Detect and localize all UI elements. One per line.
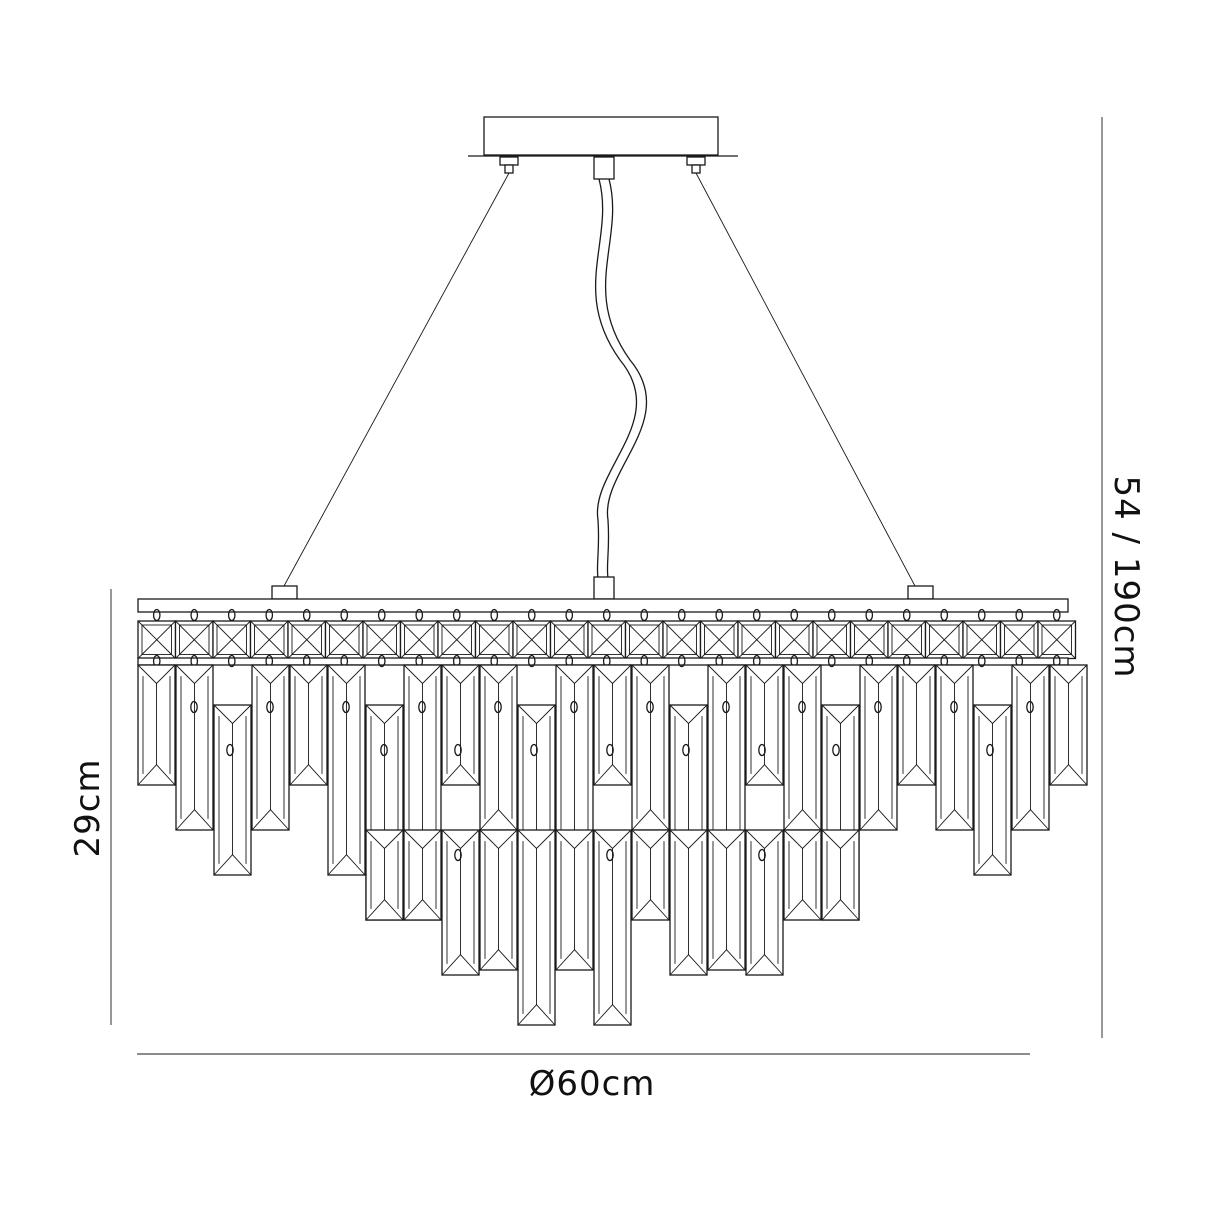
chandelier-frame	[137, 585, 1069, 613]
crystal-facet	[329, 624, 360, 655]
crystal-facet	[516, 624, 547, 655]
crystal-facet	[404, 624, 435, 655]
crystal-hook	[342, 700, 350, 714]
crystal-facet	[737, 620, 776, 659]
crystal-facet	[966, 624, 997, 655]
suspension-wires	[283, 172, 916, 587]
crystal-facet	[662, 620, 701, 659]
crystal-drops	[137, 608, 1088, 1026]
crystal-hook	[606, 848, 614, 862]
crystal-hook	[454, 743, 462, 757]
diameter-label: Ø60cm	[529, 1064, 656, 1104]
crystal-facet	[179, 624, 210, 655]
crystal-facet	[250, 620, 289, 659]
crystal-facet	[366, 624, 397, 655]
crystal-facet	[625, 620, 664, 659]
crystal-facet	[325, 620, 364, 659]
crystal-facet	[591, 624, 622, 655]
crystal-hook	[722, 700, 730, 714]
crystal-facet	[929, 624, 960, 655]
crystal-hook	[226, 743, 234, 757]
crystal-facet	[816, 624, 847, 655]
crystal-facet	[254, 624, 285, 655]
height-dimension: 29cm	[68, 589, 112, 1025]
height-label: 29cm	[68, 758, 108, 857]
crystal-facet	[550, 620, 589, 659]
crystal-hook	[380, 743, 388, 757]
crystal-hook	[494, 700, 502, 714]
crystal-facet	[137, 620, 176, 659]
crystal-facet	[1004, 624, 1035, 655]
crystal-hook	[527, 654, 536, 668]
crystal-facet	[437, 620, 476, 659]
crystal-facet	[1000, 620, 1039, 659]
crystal-hook	[266, 700, 274, 714]
crystal-facet	[1037, 620, 1076, 659]
ceiling-canopy	[468, 116, 738, 180]
power-cable	[593, 178, 648, 600]
crystal-hook	[682, 743, 690, 757]
crystal-hook	[798, 700, 806, 714]
crystal-hook	[677, 654, 686, 668]
crystal-facet	[362, 620, 401, 659]
crystal-facet	[212, 620, 251, 659]
crystal-facet	[629, 624, 660, 655]
crystal-hook	[950, 700, 958, 714]
crystal-hook	[758, 743, 766, 757]
crystal-facet	[700, 620, 739, 659]
crystal-facet	[554, 624, 585, 655]
crystal-hook	[874, 700, 882, 714]
crystal-hook	[377, 654, 386, 668]
crystal-facet	[216, 624, 247, 655]
crystal-facet	[887, 620, 926, 659]
crystal-facet	[587, 620, 626, 659]
crystal-facet	[704, 624, 735, 655]
crystal-hook	[646, 700, 654, 714]
crystal-facet	[1041, 624, 1072, 655]
drop-dimension: 54 / 190cm	[1101, 117, 1146, 1038]
crystal-facet	[850, 620, 889, 659]
crystal-hook	[827, 654, 836, 668]
crystal-facet	[775, 620, 814, 659]
crystal-hook	[606, 743, 614, 757]
crystal-hook	[227, 654, 236, 668]
crystal-facet	[779, 624, 810, 655]
crystal-facet	[962, 620, 1001, 659]
crystal-facet	[441, 624, 472, 655]
crystal-facet	[741, 624, 772, 655]
crystal-hook	[1026, 700, 1034, 714]
crystal-prism	[783, 829, 822, 921]
crystal-facet	[925, 620, 964, 659]
crystal-hook	[832, 743, 840, 757]
crystal-facet	[512, 620, 551, 659]
crystal-facet	[812, 620, 851, 659]
crystal-facet	[291, 624, 322, 655]
crystal-hook	[977, 654, 986, 668]
crystal-facet	[400, 620, 439, 659]
crystal-facet	[891, 624, 922, 655]
crystal-facet	[479, 624, 510, 655]
crystal-facet	[141, 624, 172, 655]
crystal-hook	[418, 700, 426, 714]
crystal-hook	[758, 848, 766, 862]
crystal-hook	[570, 700, 578, 714]
crystal-facet	[175, 620, 214, 659]
crystal-hook	[190, 700, 198, 714]
drop-label: 54 / 190cm	[1106, 475, 1146, 678]
crystal-hook	[530, 743, 538, 757]
crystal-facet	[854, 624, 885, 655]
crystal-hook	[986, 743, 994, 757]
crystal-facet	[666, 624, 697, 655]
crystal-facet	[287, 620, 326, 659]
diameter-dimension: Ø60cm	[137, 1053, 1030, 1104]
crystal-hook	[454, 848, 462, 862]
crystal-facet	[475, 620, 514, 659]
